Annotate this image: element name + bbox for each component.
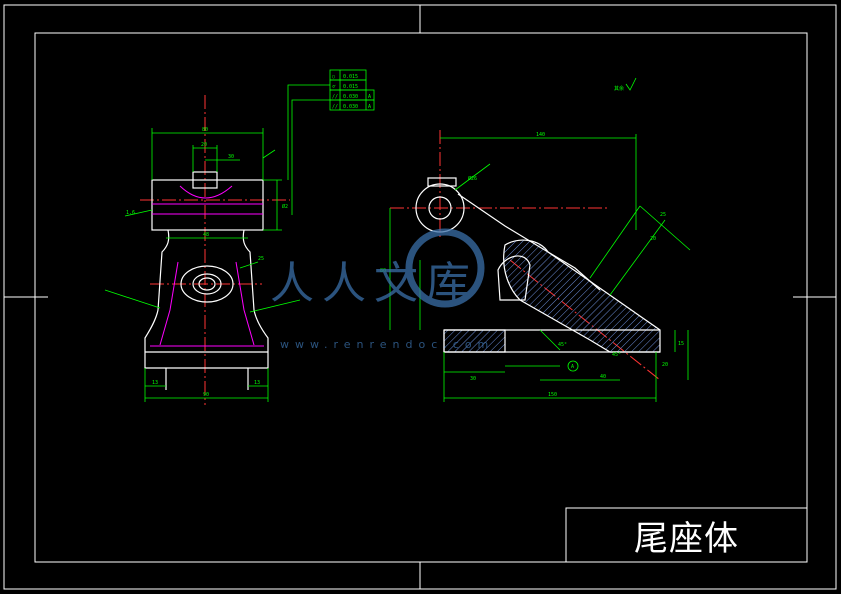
side-top-boss [427,177,457,187]
side-view: 140 150 80 Ø26 45° 45° 25 20 15 20 30 40… [380,130,691,402]
dim-left-diag [104,289,161,309]
dim-side-bore-text: Ø26 [468,175,477,182]
dim-left-leader [124,209,153,217]
dim-mid-width-text: 48 [203,232,209,238]
dim-side-base1-text: 15 [678,341,684,347]
tol-val-2: 0.015 [343,84,358,90]
tol-val-1: 0.015 [343,74,358,80]
front-hidden-body-right [235,261,255,346]
front-bore-outer [180,265,234,303]
dim-side-angle-leader [539,329,561,351]
tol-datum-3: A [368,94,371,100]
watermark: 人人文库 www.renrendoc.com [270,228,494,351]
tolerance-leader-2 [291,99,330,215]
tol-val-4: 0.030 [343,104,358,110]
dim-offset-text: 30 [228,154,234,160]
dim-side-diag-3 [639,205,691,251]
dim-side-rib2-text: 20 [650,236,656,242]
dim-side-base2-text: 20 [662,362,668,368]
watermark-logo-ring [405,228,485,308]
front-bore-inner [192,273,222,295]
front-view: 80 20 30 1.6 Ø2 48 25 13 13 90 [104,95,301,405]
dim-side-angle1-text: 45° [558,342,567,348]
dim-right-diag [249,299,301,313]
front-top-block [151,179,264,231]
front-body-outline [144,229,269,369]
tol-val-3: 0.030 [343,94,358,100]
dim-bottom-left-text: 13 [152,380,158,386]
dim-side-text: 25 [258,256,264,262]
side-section-hatched [503,239,661,353]
sheet-border [3,4,837,590]
dim-right-leader [262,149,276,159]
front-hidden-arc [179,185,233,199]
dim-side-bore-leader [454,163,491,191]
dim-side-diag-1 [589,205,641,279]
dim-top-width-text: 80 [202,127,208,133]
tolerance-frames: ○ 0.015 ⌭ 0.015 // 0.030 A // 0.030 A [287,69,375,215]
tolerance-leader [287,84,330,180]
dim-side-bottom-text: 150 [548,392,557,398]
dim-side-diag-2 [609,219,666,296]
tol-sym-1: ○ [332,74,335,80]
dim-side-height-text: 80 [380,268,386,274]
dim-height-note-text: Ø2 [282,203,288,210]
dim-side-base4-text: 40 [600,374,606,380]
roughness-symbol [625,77,637,91]
tol-sym-3: // [332,94,338,100]
dim-side-leader [239,261,259,269]
tolerance-frame-4 [329,99,375,111]
dim-side-base3-text: 30 [470,376,476,382]
watermark-text: 人人文库 [270,258,478,309]
side-slope [547,251,601,291]
dim-overall-width-text: 90 [203,392,209,398]
tol-datum-4: A [368,104,371,110]
title-block [565,507,808,563]
tol-sym-2: ⌭ [332,84,336,90]
watermark-url: www.renrendoc.com [280,338,494,351]
dim-side-top-text: 140 [536,132,545,138]
side-arm-outline [457,193,549,253]
front-top-boss [192,171,218,189]
dim-side-rib1-text: 25 [660,212,666,218]
roughness-note: 其余 [614,85,624,92]
dim-slot-text: 20 [201,142,207,148]
side-inner-cavity [497,255,531,301]
dim-left-note-text: 1.6 [126,210,135,216]
datum-label: A [571,364,574,370]
dim-bottom-right-text: 13 [254,380,260,386]
datum-circle [567,360,579,372]
dim-side-angle2-text: 45° [612,352,621,358]
side-bore-inner [428,196,452,220]
tol-sym-4: // [332,104,338,110]
front-bore-core [198,277,216,291]
part-name-title: 尾座体 [634,518,739,559]
front-hidden-body-left [159,261,179,346]
